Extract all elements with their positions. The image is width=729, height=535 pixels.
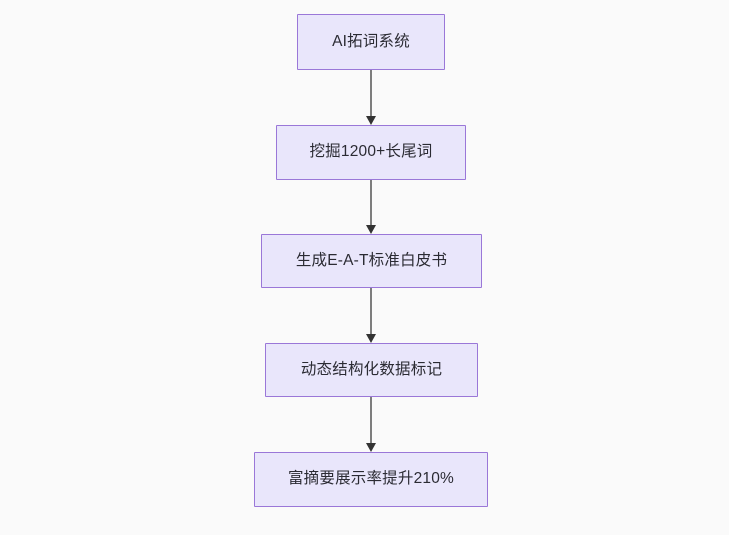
arrowhead-icon bbox=[366, 116, 376, 125]
arrowhead-icon bbox=[366, 225, 376, 234]
arrowhead-icon bbox=[366, 443, 376, 452]
flowchart-node-label: 挖掘1200+长尾词 bbox=[309, 143, 433, 161]
arrowhead-icon bbox=[366, 334, 376, 343]
flowchart-node-label: 动态结构化数据标记 bbox=[300, 360, 443, 378]
flowchart-node-label: 生成E-A-T标准白皮书 bbox=[295, 251, 448, 269]
flowchart-node-label: AI拓词系统 bbox=[332, 32, 410, 50]
flowchart-node-3[interactable]: 生成E-A-T标准白皮书 bbox=[261, 234, 482, 288]
flowchart-node-2[interactable]: 挖掘1200+长尾词 bbox=[276, 125, 466, 180]
flowchart-node-1[interactable]: AI拓词系统 bbox=[297, 14, 445, 70]
flowchart-node-4[interactable]: 动态结构化数据标记 bbox=[265, 343, 478, 397]
flowchart-node-label: 富摘要展示率提升210% bbox=[287, 470, 455, 488]
flowchart-node-5[interactable]: 富摘要展示率提升210% bbox=[254, 452, 488, 507]
